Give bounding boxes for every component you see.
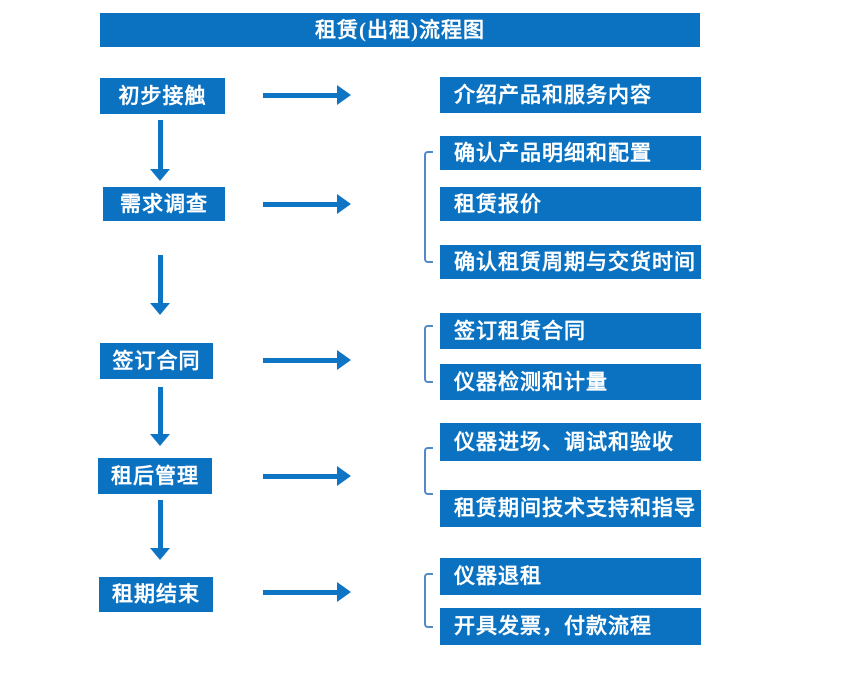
arrow-right-icon xyxy=(263,194,351,214)
output-box: 签订租赁合同 xyxy=(440,313,701,349)
arrow-head xyxy=(337,466,351,486)
step-box-sign-contract: 签订合同 xyxy=(100,343,213,379)
output-box: 租赁期间技术支持和指导 xyxy=(440,490,701,527)
arrow-right-icon xyxy=(263,466,351,486)
arrow-shaft xyxy=(263,93,337,98)
arrow-down-icon xyxy=(150,120,171,181)
arrow-shaft xyxy=(158,120,163,169)
output-box: 仪器检测和计量 xyxy=(440,364,701,400)
arrow-shaft xyxy=(263,590,337,595)
output-box: 仪器退租 xyxy=(440,558,701,595)
arrow-head xyxy=(337,85,351,105)
step-box-demand-survey: 需求调查 xyxy=(103,187,225,221)
flowchart-title: 租赁(出租)流程图 xyxy=(100,13,700,47)
arrow-head xyxy=(150,303,170,315)
arrow-right-icon xyxy=(263,85,351,105)
arrow-down-icon xyxy=(150,255,171,315)
arrow-shaft xyxy=(263,202,337,207)
group-bracket xyxy=(424,325,433,383)
arrow-shaft xyxy=(158,387,163,434)
output-box: 仪器进场、调试和验收 xyxy=(440,423,701,461)
group-bracket xyxy=(424,447,433,495)
arrow-down-icon xyxy=(150,387,171,446)
step-box-post-rental-management: 租后管理 xyxy=(98,458,212,494)
arrow-head xyxy=(337,194,351,214)
output-box: 确认租赁周期与交货时间 xyxy=(440,245,701,279)
arrow-head xyxy=(150,548,170,560)
arrow-head xyxy=(150,169,170,181)
output-box: 开具发票，付款流程 xyxy=(440,608,701,645)
output-box: 介绍产品和服务内容 xyxy=(440,77,701,113)
arrow-down-icon xyxy=(150,500,171,560)
arrow-shaft xyxy=(263,474,337,479)
arrow-head xyxy=(337,350,351,370)
arrow-head xyxy=(337,582,351,602)
group-bracket xyxy=(424,573,433,628)
output-box: 确认产品明细和配置 xyxy=(440,136,701,170)
arrow-right-icon xyxy=(263,350,351,370)
group-bracket xyxy=(424,151,433,263)
arrow-head xyxy=(150,434,170,446)
arrow-shaft xyxy=(263,358,337,363)
output-box: 租赁报价 xyxy=(440,187,701,221)
arrow-right-icon xyxy=(263,582,351,602)
arrow-shaft xyxy=(158,255,163,303)
step-box-rental-end: 租期结束 xyxy=(99,577,213,612)
step-box-initial-contact: 初步接触 xyxy=(100,78,225,114)
arrow-shaft xyxy=(158,500,163,548)
